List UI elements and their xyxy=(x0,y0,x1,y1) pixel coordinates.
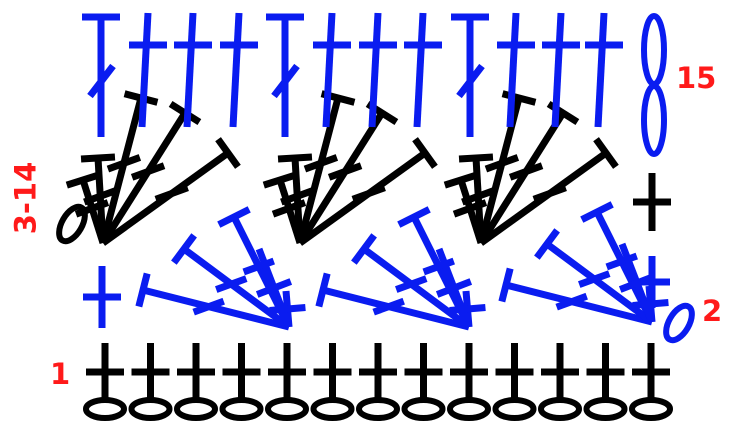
single-crochet-cross-icon xyxy=(83,266,121,328)
row-1-group xyxy=(83,343,673,421)
single-crochet-cross-icon xyxy=(255,247,293,329)
chain-oval-icon xyxy=(629,397,673,421)
chain-oval-icon xyxy=(310,397,355,421)
double-crochet-icon xyxy=(277,153,315,244)
double-crochet-icon xyxy=(171,233,292,330)
chain-oval-icon xyxy=(56,203,88,245)
double-crochet-icon xyxy=(451,13,489,137)
rows-3-14-fan-3 xyxy=(443,90,619,246)
double-crochet-icon xyxy=(542,12,580,128)
double-crochet-icon xyxy=(174,12,212,128)
double-crochet-icon xyxy=(585,12,623,128)
single-crochet-cross-icon xyxy=(450,343,488,401)
chain-oval-icon xyxy=(265,397,309,421)
chain-oval-icon xyxy=(538,397,582,421)
rows-3-14-label: 3-14 xyxy=(8,161,43,235)
single-crochet-cross-icon xyxy=(634,256,670,308)
chain-oval-icon xyxy=(83,397,127,421)
double-crochet-icon xyxy=(498,267,653,326)
single-crochet-cross-icon xyxy=(177,343,215,401)
double-crochet-icon xyxy=(220,12,258,128)
single-crochet-cross-icon xyxy=(449,290,486,328)
double-crochet-icon xyxy=(297,137,438,246)
double-crochet-icon xyxy=(351,233,472,330)
single-crochet-cross-icon xyxy=(404,343,443,401)
chain-oval-icon xyxy=(219,397,264,421)
double-crochet-icon xyxy=(82,13,120,137)
single-crochet-cross-icon xyxy=(586,343,625,401)
double-crochet-icon xyxy=(478,137,619,246)
chain-oval-icon xyxy=(663,302,695,344)
single-crochet-cross-icon xyxy=(495,343,534,401)
rows-3-14-group xyxy=(56,90,671,246)
single-crochet-cross-icon xyxy=(313,343,352,401)
chain-oval-icon xyxy=(401,397,446,421)
row-2-fan-2 xyxy=(315,206,486,331)
double-crochet-icon xyxy=(100,137,241,246)
double-crochet-icon xyxy=(297,100,399,245)
row-2-group xyxy=(83,201,695,344)
double-crochet-icon xyxy=(458,153,496,244)
double-crochet-icon xyxy=(497,12,535,128)
row-15-label: 15 xyxy=(676,61,717,95)
single-crochet-cross-icon xyxy=(633,173,671,231)
chain-oval-icon xyxy=(641,13,667,87)
chain-oval-icon xyxy=(447,397,491,421)
chain-oval-icon xyxy=(174,397,218,421)
double-crochet-icon xyxy=(404,12,442,128)
single-crochet-cross-icon xyxy=(131,343,170,401)
rows-3-14-fan-2 xyxy=(262,90,438,246)
single-crochet-cross-icon xyxy=(359,343,397,401)
double-crochet-icon xyxy=(313,12,351,128)
double-crochet-icon xyxy=(478,100,580,245)
double-crochet-icon xyxy=(129,12,167,128)
single-crochet-cross-icon xyxy=(541,343,579,401)
single-crochet-cross-icon xyxy=(632,343,670,401)
double-crochet-icon xyxy=(135,272,290,331)
chain-oval-icon xyxy=(356,397,400,421)
row-2-label: 2 xyxy=(702,294,723,328)
single-crochet-cross-icon xyxy=(222,343,261,401)
chain-oval-icon xyxy=(128,397,173,421)
double-crochet-icon xyxy=(80,153,118,244)
single-crochet-cross-icon xyxy=(435,247,473,329)
row-2-fan-3 xyxy=(498,201,669,326)
chain-oval-icon xyxy=(641,83,667,157)
double-crochet-icon xyxy=(315,272,470,331)
double-crochet-icon xyxy=(266,13,304,137)
single-crochet-cross-icon xyxy=(268,343,306,401)
rows-3-14-fan-1 xyxy=(65,90,241,246)
single-crochet-cross-icon xyxy=(86,343,124,401)
chain-oval-icon xyxy=(492,397,537,421)
row-1-label: 1 xyxy=(50,357,71,391)
row-15-group xyxy=(82,12,667,157)
chain-oval-icon xyxy=(583,397,628,421)
double-crochet-icon xyxy=(534,228,655,325)
double-crochet-icon xyxy=(359,12,397,128)
row-2-fan-1 xyxy=(135,206,306,331)
single-crochet-cross-icon xyxy=(269,290,306,328)
